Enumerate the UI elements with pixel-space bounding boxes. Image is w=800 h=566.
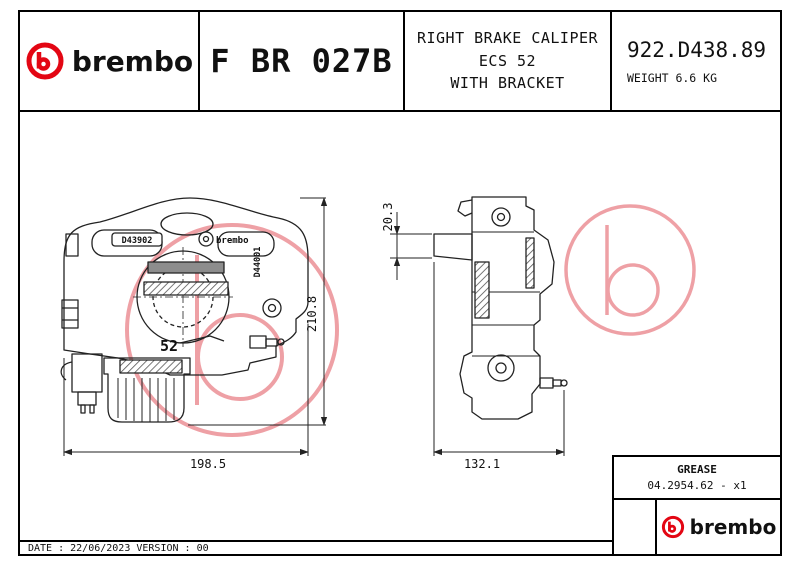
title-block: brembo F BR 027B RIGHT BRAKE CALIPER ECS… [20,12,780,112]
footer-logo-box: brembo [655,500,780,554]
footer-bar: DATE : 22/06/2023 VERSION : 00 [20,540,612,554]
grease-label: GREASE [677,463,717,476]
date-version: DATE : 22/06/2023 VERSION : 00 [28,542,209,554]
piston-diameter-label: 52 [160,337,178,355]
dimensions: 210.8 198.5 132.1 20.3 [63,197,565,471]
bleed-screw [249,335,285,349]
weight-label: WEIGHT 6.6 KG [627,70,718,85]
dimension-side-width: 132.1 [464,457,500,471]
reference-number: 922.D438.89 [627,37,767,62]
part-code: F BR 027B [200,12,405,110]
product-title-line2: ECS 52 [478,51,537,70]
reference-block: 922.D438.89 WEIGHT 6.6 KG [612,12,780,110]
panel-divider-line [612,500,614,554]
brembo-logo-icon [26,42,64,80]
brembo-stamp-text: brembo [216,236,249,246]
sheet-frame: brembo F BR 027B RIGHT BRAKE CALIPER ECS… [18,10,782,556]
brembo-wordmark: brembo [71,44,194,78]
dimension-bracket-offset: 20.3 [381,203,395,232]
casting-number-right: D44001 [253,247,263,278]
grease-part-number: 04.2954.62 - x1 [647,479,747,492]
casting-number-left: D43902 [122,236,153,246]
connector [60,353,103,414]
dimension-front-width: 198.5 [190,457,226,471]
brembo-wordmark: brembo [689,515,777,539]
brembo-watermark-small [564,204,696,336]
brembo-logo: brembo [20,12,200,110]
product-title-line3: WITH BRACKET [450,74,565,93]
side-view [433,196,568,420]
brembo-watermark-large [125,223,339,437]
dimension-overall-height: 210.8 [305,296,319,332]
brembo-stamp: brembo [198,231,249,247]
motor-housing [103,357,191,423]
product-title-line1: RIGHT BRAKE CALIPER [416,29,599,48]
brembo-logo-icon [661,515,684,539]
grease-box: GREASE 04.2954.62 - x1 [612,455,780,500]
technical-drawing: D43902 brembo D44001 52 [60,196,696,471]
front-view: D43902 brembo D44001 52 [60,197,309,423]
bleed-screw-side [539,377,568,389]
product-title: RIGHT BRAKE CALIPER ECS 52 WITH BRACKET [405,12,612,110]
